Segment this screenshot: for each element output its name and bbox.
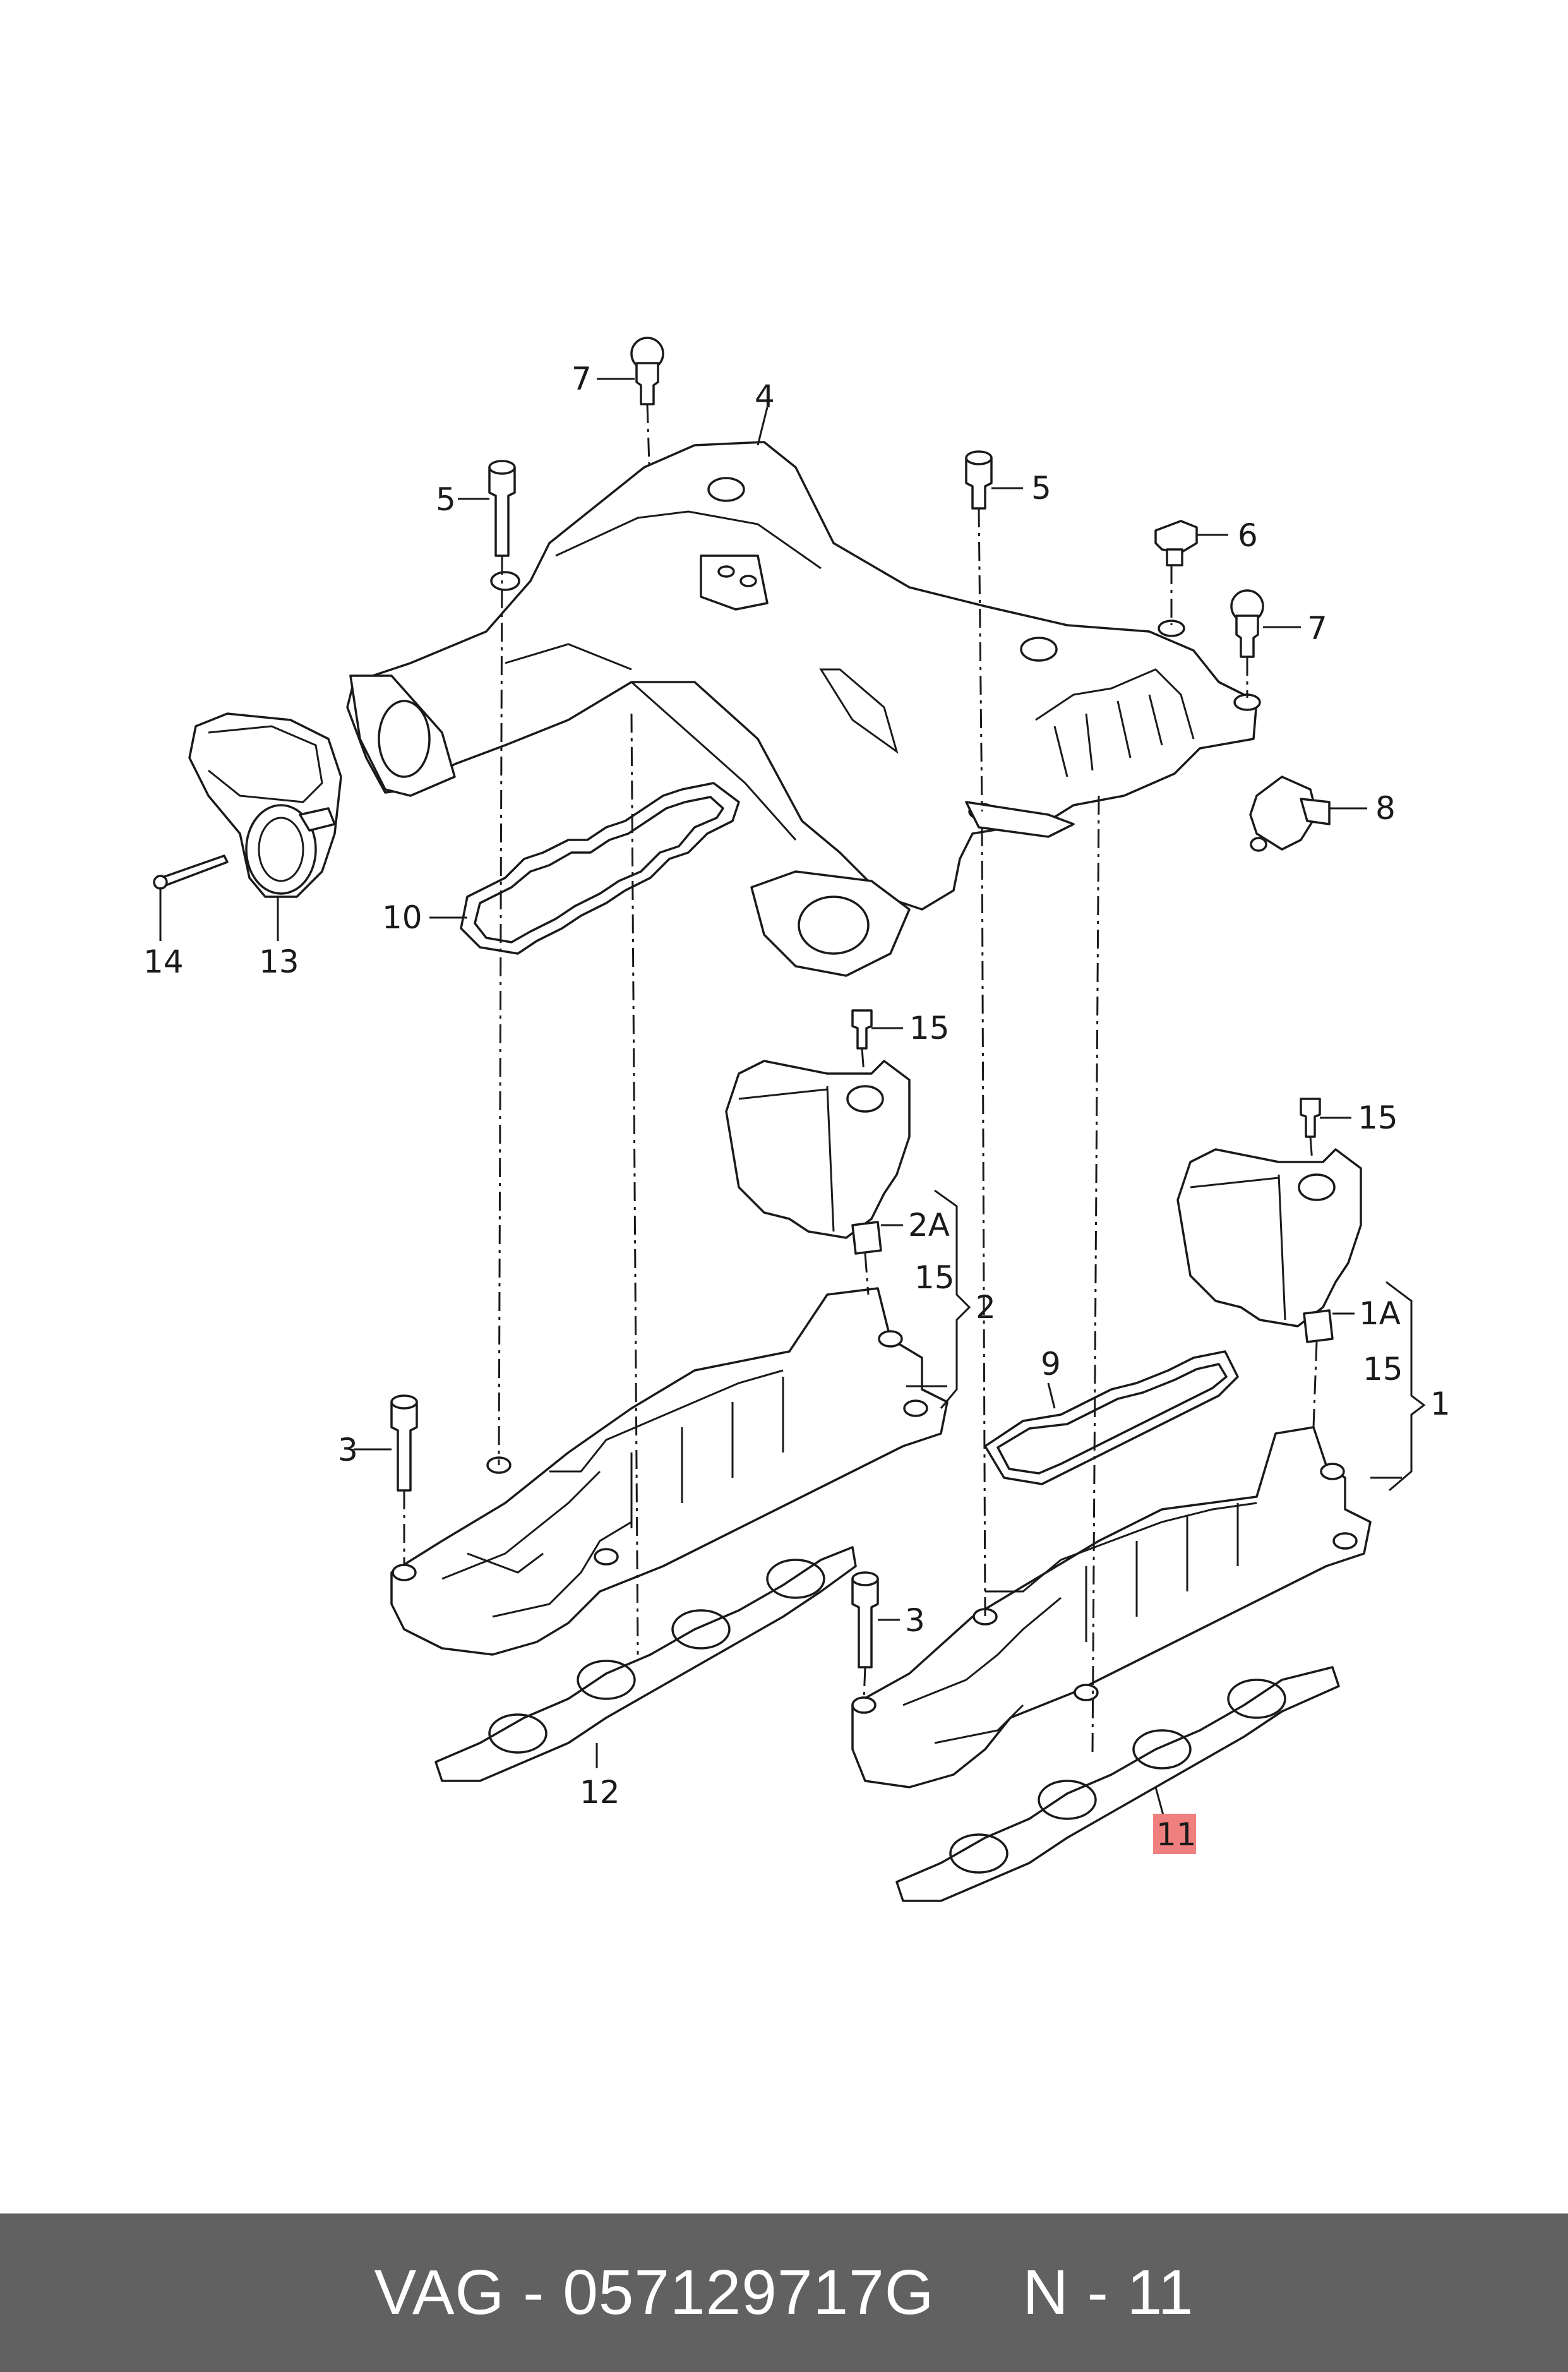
callout-5-right: 5 xyxy=(1031,470,1051,506)
callout-8: 8 xyxy=(1375,790,1396,827)
callout-15-left-bracket: 15 xyxy=(914,1259,955,1296)
bolt-6 xyxy=(1154,520,1198,566)
bolt-5-right xyxy=(965,450,993,510)
gasket-9 xyxy=(984,1350,1239,1485)
upper-intake-manifold xyxy=(346,441,1261,977)
callout-15-right-bracket: 15 xyxy=(1363,1351,1403,1387)
callout-9: 9 xyxy=(1041,1346,1061,1382)
screw-14 xyxy=(153,854,229,890)
callout-1: 1 xyxy=(1430,1386,1451,1422)
highlight-box-11 xyxy=(1153,1814,1196,1854)
bolt-5-left xyxy=(488,460,516,557)
alignment-lines xyxy=(403,404,1318,1756)
leader-lines xyxy=(159,378,1426,1823)
lower-manifold-right xyxy=(851,1426,1372,1788)
callout-13: 13 xyxy=(259,943,299,980)
callout-15-right: 15 xyxy=(1358,1099,1398,1136)
part-number-label: VAG - 057129717G xyxy=(374,2257,935,2328)
callout-15-top: 15 xyxy=(909,1010,950,1046)
callout-12: 12 xyxy=(580,1774,620,1811)
callout-labels: 7 4 5 5 6 7 8 10 14 13 15 15 2A 15 2 1A … xyxy=(143,361,1451,1853)
gasket-10 xyxy=(460,782,740,955)
actuator-1A xyxy=(1176,1148,1362,1343)
callout-3-left: 3 xyxy=(338,1432,358,1468)
callout-3-right: 3 xyxy=(905,1602,925,1639)
callout-1A: 1A xyxy=(1359,1295,1401,1332)
clip-8 xyxy=(1249,776,1331,852)
footer-bar: VAG - 057129717G N - 11 xyxy=(0,2213,1568,2372)
callout-14: 14 xyxy=(143,943,184,980)
callout-6: 6 xyxy=(1238,517,1258,554)
ball-stud-7-top xyxy=(630,337,664,405)
screw-15-top xyxy=(851,1009,873,1050)
callout-2A: 2A xyxy=(908,1207,950,1243)
callout-7-top: 7 xyxy=(572,361,592,397)
bolt-3-right xyxy=(851,1571,879,1668)
callout-2: 2 xyxy=(976,1289,996,1326)
gasket-11 xyxy=(895,1666,1340,1902)
throttle-body xyxy=(188,712,342,898)
exploded-parts-diagram: 7 4 5 5 6 7 8 10 14 13 15 15 2A 15 2 1A … xyxy=(143,337,1451,1902)
callout-10: 10 xyxy=(382,899,422,936)
callout-4: 4 xyxy=(755,378,775,415)
actuator-2A xyxy=(725,1060,911,1255)
callout-5-left: 5 xyxy=(436,481,456,518)
bolt-3-left xyxy=(390,1394,418,1492)
lower-manifold-left xyxy=(390,1287,949,1656)
callout-7-right: 7 xyxy=(1307,610,1327,647)
callout-11: 11 xyxy=(1156,1816,1197,1853)
position-label: N - 11 xyxy=(1022,2257,1194,2328)
screw-15-right xyxy=(1300,1098,1321,1138)
gasket-12 xyxy=(434,1546,857,1782)
ball-stud-7-right xyxy=(1230,589,1264,658)
